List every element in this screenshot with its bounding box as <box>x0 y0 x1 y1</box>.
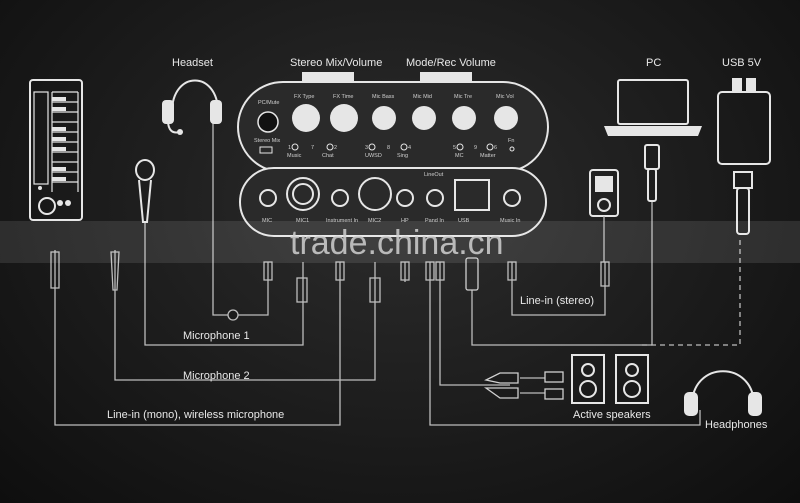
plug-mic2-panel <box>369 277 381 303</box>
pc-mute-button[interactable] <box>257 111 279 133</box>
matter-label: Matter <box>480 153 496 159</box>
plug-lineout-2 <box>435 261 445 281</box>
plug-player <box>600 261 610 287</box>
wire-linein-stereo <box>511 262 606 316</box>
knob-mic-bass[interactable] <box>372 106 396 130</box>
button-4-label: 4 <box>408 145 411 151</box>
button-7-label: 7 <box>311 145 314 151</box>
wires <box>54 120 741 426</box>
knob-fx-type[interactable] <box>292 104 320 132</box>
pc-label: PC <box>646 57 661 69</box>
mp3-player-icon <box>589 169 619 262</box>
plug-mic2 <box>110 251 120 291</box>
uwsd-label: UWSD <box>365 153 382 159</box>
watermark-text: trade.china.cn <box>290 224 504 262</box>
microphone2-label: Microphone 2 <box>183 370 250 382</box>
linein-stereo-label: Line-in (stereo) <box>520 295 594 307</box>
wire-lineout-speakers-1 <box>439 262 488 386</box>
headset-icon <box>162 79 222 135</box>
button-2-label: 2 <box>334 145 337 151</box>
front-instrument-label: Instrument In <box>326 218 358 224</box>
fx-time-label: FX Time <box>333 94 353 100</box>
linein-mono-label: Line-in (mono), wireless microphone <box>107 409 284 421</box>
mic-vol-label: Mic Vol <box>496 94 514 100</box>
plug-lineout-1 <box>425 261 435 281</box>
plug-mic1 <box>296 277 308 303</box>
top-panel: PC/Mute FX Type FX Time Mic Bass Mic Mid… <box>237 72 549 173</box>
chat-label: Chat <box>322 153 334 159</box>
watermark-band <box>0 221 800 263</box>
plug-keyboard <box>50 251 60 289</box>
mode-rec-heading: Mode/Rec Volume <box>406 57 496 69</box>
microphone1-label: Microphone 1 <box>183 330 250 342</box>
front-lineout-label: LineOut <box>424 172 444 178</box>
mic-tre-label: Mic Tre <box>454 94 472 100</box>
front-mic1-label: MIC1 <box>296 218 309 224</box>
jack-plug-l <box>544 371 564 383</box>
mic-mid-label: Mic Mid <box>413 94 432 100</box>
headset-label: Headset <box>172 57 213 69</box>
button-9-label: 9 <box>474 145 477 151</box>
plug-instrument <box>335 261 345 281</box>
knob-mic-mid[interactable] <box>412 106 436 130</box>
wire-headphones <box>429 262 701 426</box>
wire-mic1 <box>144 222 304 346</box>
knob-mic-vol[interactable] <box>494 106 518 130</box>
stereo-mix-switch[interactable] <box>259 146 273 154</box>
power-adapter-icon <box>717 78 771 235</box>
rca-plug-l <box>484 372 519 384</box>
mic-bass-label: Mic Bass <box>372 94 395 100</box>
fn-label: Fn <box>508 138 514 144</box>
knobs <box>292 104 518 132</box>
headphones-icon <box>684 370 762 416</box>
button-3-label: 3 <box>365 145 368 151</box>
pc-mute-label: PC/Mute <box>258 100 279 106</box>
headset-splitter <box>227 309 239 321</box>
front-hp-label: HP <box>401 218 409 224</box>
wire-linein-mono <box>54 250 341 426</box>
keyboard-icon <box>29 79 83 221</box>
wire-usb-pc <box>471 200 653 346</box>
sing-label: Sing <box>397 153 408 159</box>
laptop-icon <box>604 79 702 202</box>
fx-type-label: FX Type <box>294 94 314 100</box>
jack-plug-r <box>544 388 564 400</box>
plug-music-in <box>507 261 517 281</box>
plug-hp <box>400 261 410 281</box>
knob-mic-tre[interactable] <box>452 106 476 130</box>
stereo-mix-heading: Stereo Mix/Volume <box>290 57 382 69</box>
microphone-icon <box>135 159 155 223</box>
usb5v-label: USB 5V <box>722 57 762 69</box>
wire-headset <box>212 120 269 316</box>
speakers-icon <box>571 354 649 404</box>
front-panel: MIC MIC1 Instrument In MIC2 HP LineOut P… <box>239 167 547 237</box>
front-music-in-label: Music In <box>500 218 520 224</box>
knob-fx-time[interactable] <box>330 104 358 132</box>
music-label: Music <box>287 153 302 159</box>
plugs <box>50 251 610 400</box>
mc-label: MC <box>455 153 464 159</box>
button-1-label: 1 <box>288 145 291 151</box>
button-5-label: 5 <box>453 145 456 151</box>
plug-usb <box>465 257 479 291</box>
button-6-label: 6 <box>494 145 497 151</box>
button-8-label: 8 <box>387 145 390 151</box>
active-speakers-label: Active speakers <box>573 409 651 421</box>
front-pandin-label: Pand In <box>425 218 444 224</box>
rca-plug-r <box>483 387 519 399</box>
headphones-label: Headphones <box>705 419 768 431</box>
stereo-mix-label: Stereo Mix <box>254 138 281 144</box>
wire-usb-power <box>640 240 741 346</box>
front-mic-label: MIC <box>262 218 272 224</box>
wire-mic2 <box>114 250 376 381</box>
plug-mic <box>263 261 273 281</box>
front-mic2-label: MIC2 <box>368 218 381 224</box>
front-usb-label: USB <box>458 218 470 224</box>
